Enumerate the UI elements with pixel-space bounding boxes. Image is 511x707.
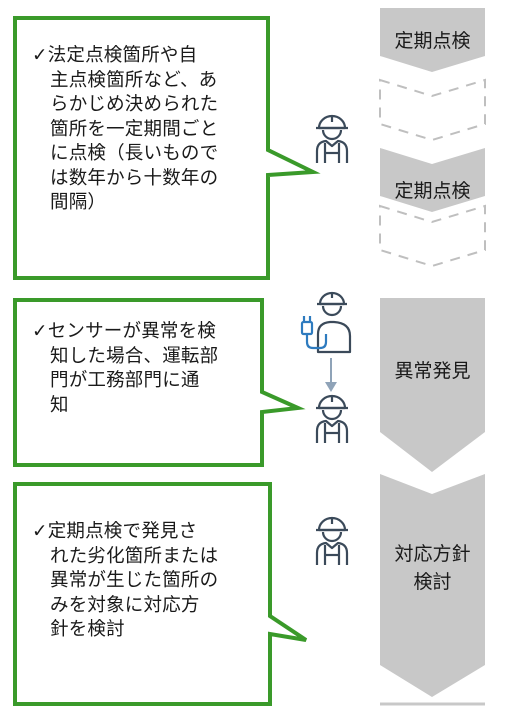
- down-arrow-head: [325, 382, 337, 392]
- bubble-2-line: 門が工務部門に通: [50, 370, 200, 391]
- step-label-4-line: 対応方針: [394, 543, 471, 565]
- speech-bubble-2: [13, 298, 306, 467]
- bubble-3-line: みを対象に対応方: [50, 594, 200, 616]
- bubble-2-line: ✓センサーが異常を検: [32, 321, 217, 342]
- speech-bubble-3: [13, 482, 308, 706]
- bubble-1-line: は数年から十数年の: [50, 167, 219, 189]
- bubble-1-line: 間隔）: [50, 192, 107, 213]
- step-chevron-2: [380, 148, 485, 212]
- step-label-4-line: 検討: [413, 571, 452, 593]
- sensor-plug-icon: [300, 291, 352, 354]
- step-label-2: 定期点検: [394, 180, 471, 202]
- bubble-2-line: 知した場合、運転部: [50, 345, 219, 367]
- bubble-text-3: ✓定期点検で発見さ れた劣化箇所または 異常が生じた箇所の みを対象に対応方 針…: [32, 520, 218, 643]
- bubble-1-line: ✓法定点検箇所や自: [32, 45, 198, 66]
- step-chevron-4: [380, 474, 485, 697]
- bubble-2-line: 知: [50, 394, 69, 416]
- bubble-text-2: ✓センサーが異常を検 知した場合、運転部 門が工務部門に通 知: [32, 320, 218, 418]
- hardhat-worker-icon: [315, 516, 349, 565]
- step-chevron-3: [380, 298, 485, 472]
- bubble-3-line: れた劣化箇所または: [50, 545, 219, 567]
- bubble-3-line: 異常が生じた箇所の: [50, 570, 219, 591]
- dashed-placeholder-2: [379, 204, 486, 268]
- bubble-3-line: 針を検討: [50, 619, 125, 640]
- dashed-placeholder-1: [379, 78, 486, 142]
- bubble-1-line: に点検（長いもので: [50, 143, 219, 164]
- bubble-1-line: 主点検箇所など、あ: [50, 69, 218, 91]
- hardhat-worker-icon: [315, 114, 349, 163]
- bubble-1-line: 箇所を一定期間ごと: [50, 118, 219, 140]
- step-chevron-1: [380, 8, 485, 72]
- hardhat-worker-icon: [315, 394, 349, 443]
- step-label-4: 対応方針 検討: [380, 540, 485, 596]
- bubble-1-line: らかじめ決められた: [50, 94, 219, 115]
- bubble-3-line: ✓定期点検で発見さ: [32, 521, 198, 542]
- step-label-1: 定期点検: [394, 30, 471, 52]
- bubble-text-1: ✓法定点検箇所や自 主点検箇所など、あ らかじめ決められた 箇所を一定期間ごと …: [32, 44, 218, 216]
- speech-bubble-1: [13, 16, 321, 280]
- step-label-3: 異常発見: [394, 360, 471, 382]
